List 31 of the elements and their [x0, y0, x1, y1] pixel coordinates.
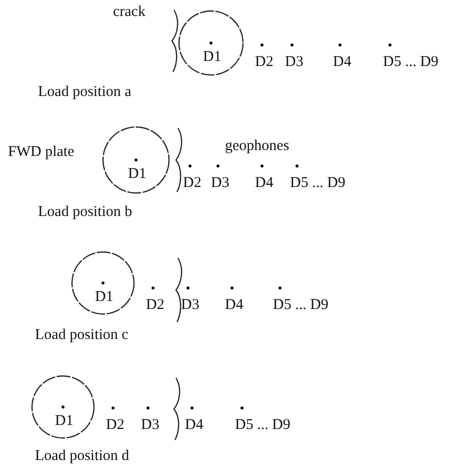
load-plate-circle: [101, 125, 171, 195]
load-plate-circle: [70, 250, 136, 316]
crack-label: crack: [113, 4, 146, 20]
sensor-label: D2: [255, 54, 274, 70]
sensor-label: D5 ... D9: [235, 417, 290, 433]
sensor-label: D2: [183, 175, 202, 191]
load-plate-circle: [30, 374, 96, 440]
load-plate-circle: [177, 9, 245, 77]
sensor-label: D3: [211, 175, 230, 191]
sensor-label: D1: [95, 289, 114, 305]
sensor-label: D5 ... D9: [383, 54, 438, 70]
caption-label: Load position b: [38, 204, 132, 220]
caption-label: Load position d: [35, 448, 130, 464]
plate-label: FWD plate: [8, 144, 74, 160]
sensor-label: D4: [185, 417, 204, 433]
caption-label: Load position a: [38, 84, 132, 100]
sensor-label: D2: [106, 417, 124, 433]
sensor-label: D5 ... D9: [290, 175, 346, 191]
sensor-label: D3: [141, 417, 160, 433]
sensor-label: D4: [333, 54, 352, 70]
sensor-label: D1: [55, 413, 74, 429]
sensor-label: D5 ... D9: [273, 297, 328, 313]
geophones-label: geophones: [225, 138, 290, 154]
caption-label: Load position c: [35, 327, 128, 343]
sensor-label: D4: [255, 175, 274, 191]
sensor-label: D4: [225, 297, 244, 313]
sensor-label: D3: [181, 297, 200, 313]
sensor-label: D1: [128, 166, 146, 182]
sensor-label: D3: [285, 54, 304, 70]
sensor-label: D2: [146, 297, 164, 313]
sensor-label: D1: [203, 49, 222, 65]
